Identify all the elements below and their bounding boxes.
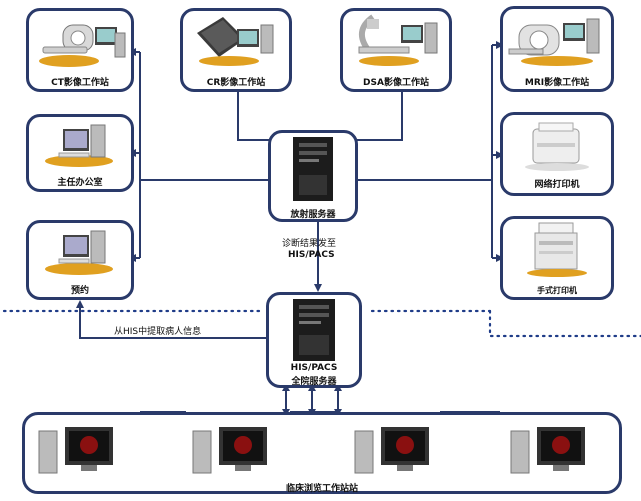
diagnosis-annotation-line2: HIS/PACS bbox=[288, 250, 335, 260]
clinical-browse-node: 临床浏览工作站站 bbox=[22, 412, 622, 494]
mri-workstation-node: MRI影像工作站 bbox=[500, 6, 614, 92]
line-to-cr bbox=[237, 92, 276, 141]
radiology-server-node: 放射服务器 bbox=[268, 130, 358, 222]
laser-printer-icon bbox=[525, 122, 589, 171]
mri-label: MRI影像工作站 bbox=[524, 78, 590, 88]
cr-plate-icon bbox=[197, 17, 274, 66]
server-tower-icon bbox=[293, 137, 333, 201]
network-printer-node: 网络打印机 bbox=[500, 112, 614, 196]
server-tower-icon bbox=[293, 299, 335, 361]
his-pacs-server-node: HIS/PACS 全院服务器 bbox=[266, 292, 362, 388]
cr-workstation-node: CR影像工作站 bbox=[180, 8, 292, 92]
diagnosis-annotation-line1: 诊断结果发至 bbox=[282, 239, 337, 249]
dsa-workstation-node: DSA影像工作站 bbox=[340, 8, 452, 92]
his-pacs-label-line1: HIS/PACS bbox=[290, 363, 338, 373]
film-printer-icon bbox=[527, 222, 587, 277]
dsa-label: DSA影像工作站 bbox=[363, 78, 429, 88]
clinical-browse-label: 临床浏览工作站站 bbox=[285, 484, 358, 494]
mri-scanner-icon bbox=[508, 18, 600, 66]
workstation-icon bbox=[45, 124, 113, 167]
manual-printer-label: 手式打印机 bbox=[537, 286, 577, 295]
line-fetch-info bbox=[79, 306, 266, 339]
ct-label: CT影像工作站 bbox=[51, 78, 109, 88]
fetch-info-annotation: 从HIS中提取病人信息 bbox=[114, 327, 202, 337]
network-printer-label: 网络打印机 bbox=[534, 180, 580, 190]
arrow-fetch bbox=[76, 300, 84, 308]
dsa-machine-icon bbox=[358, 14, 438, 66]
arrow-his-pacs bbox=[314, 284, 322, 292]
director-label: 主任办公室 bbox=[57, 178, 103, 188]
radiology-server-label: 放射服务器 bbox=[290, 210, 336, 220]
ct-scanner-icon bbox=[39, 24, 126, 67]
monitor-icon bbox=[38, 427, 113, 474]
director-office-node: 主任办公室 bbox=[26, 114, 134, 192]
appointment-node: 预约 bbox=[26, 220, 134, 300]
ct-workstation-node: CT影像工作站 bbox=[26, 8, 134, 92]
manual-printer-node: 手式打印机 bbox=[500, 216, 614, 300]
workstation-icon bbox=[45, 230, 113, 275]
monitor-icon bbox=[354, 427, 429, 474]
dotted-divider bbox=[2, 309, 641, 338]
monitor-icon bbox=[192, 427, 267, 474]
line-to-dsa bbox=[354, 92, 403, 141]
his-pacs-label-line2: 全院服务器 bbox=[291, 377, 337, 387]
monitor-icon bbox=[510, 427, 585, 474]
cr-label: CR影像工作站 bbox=[206, 78, 266, 88]
clinical-monitors bbox=[38, 427, 585, 474]
appointment-label: 预约 bbox=[70, 286, 89, 296]
